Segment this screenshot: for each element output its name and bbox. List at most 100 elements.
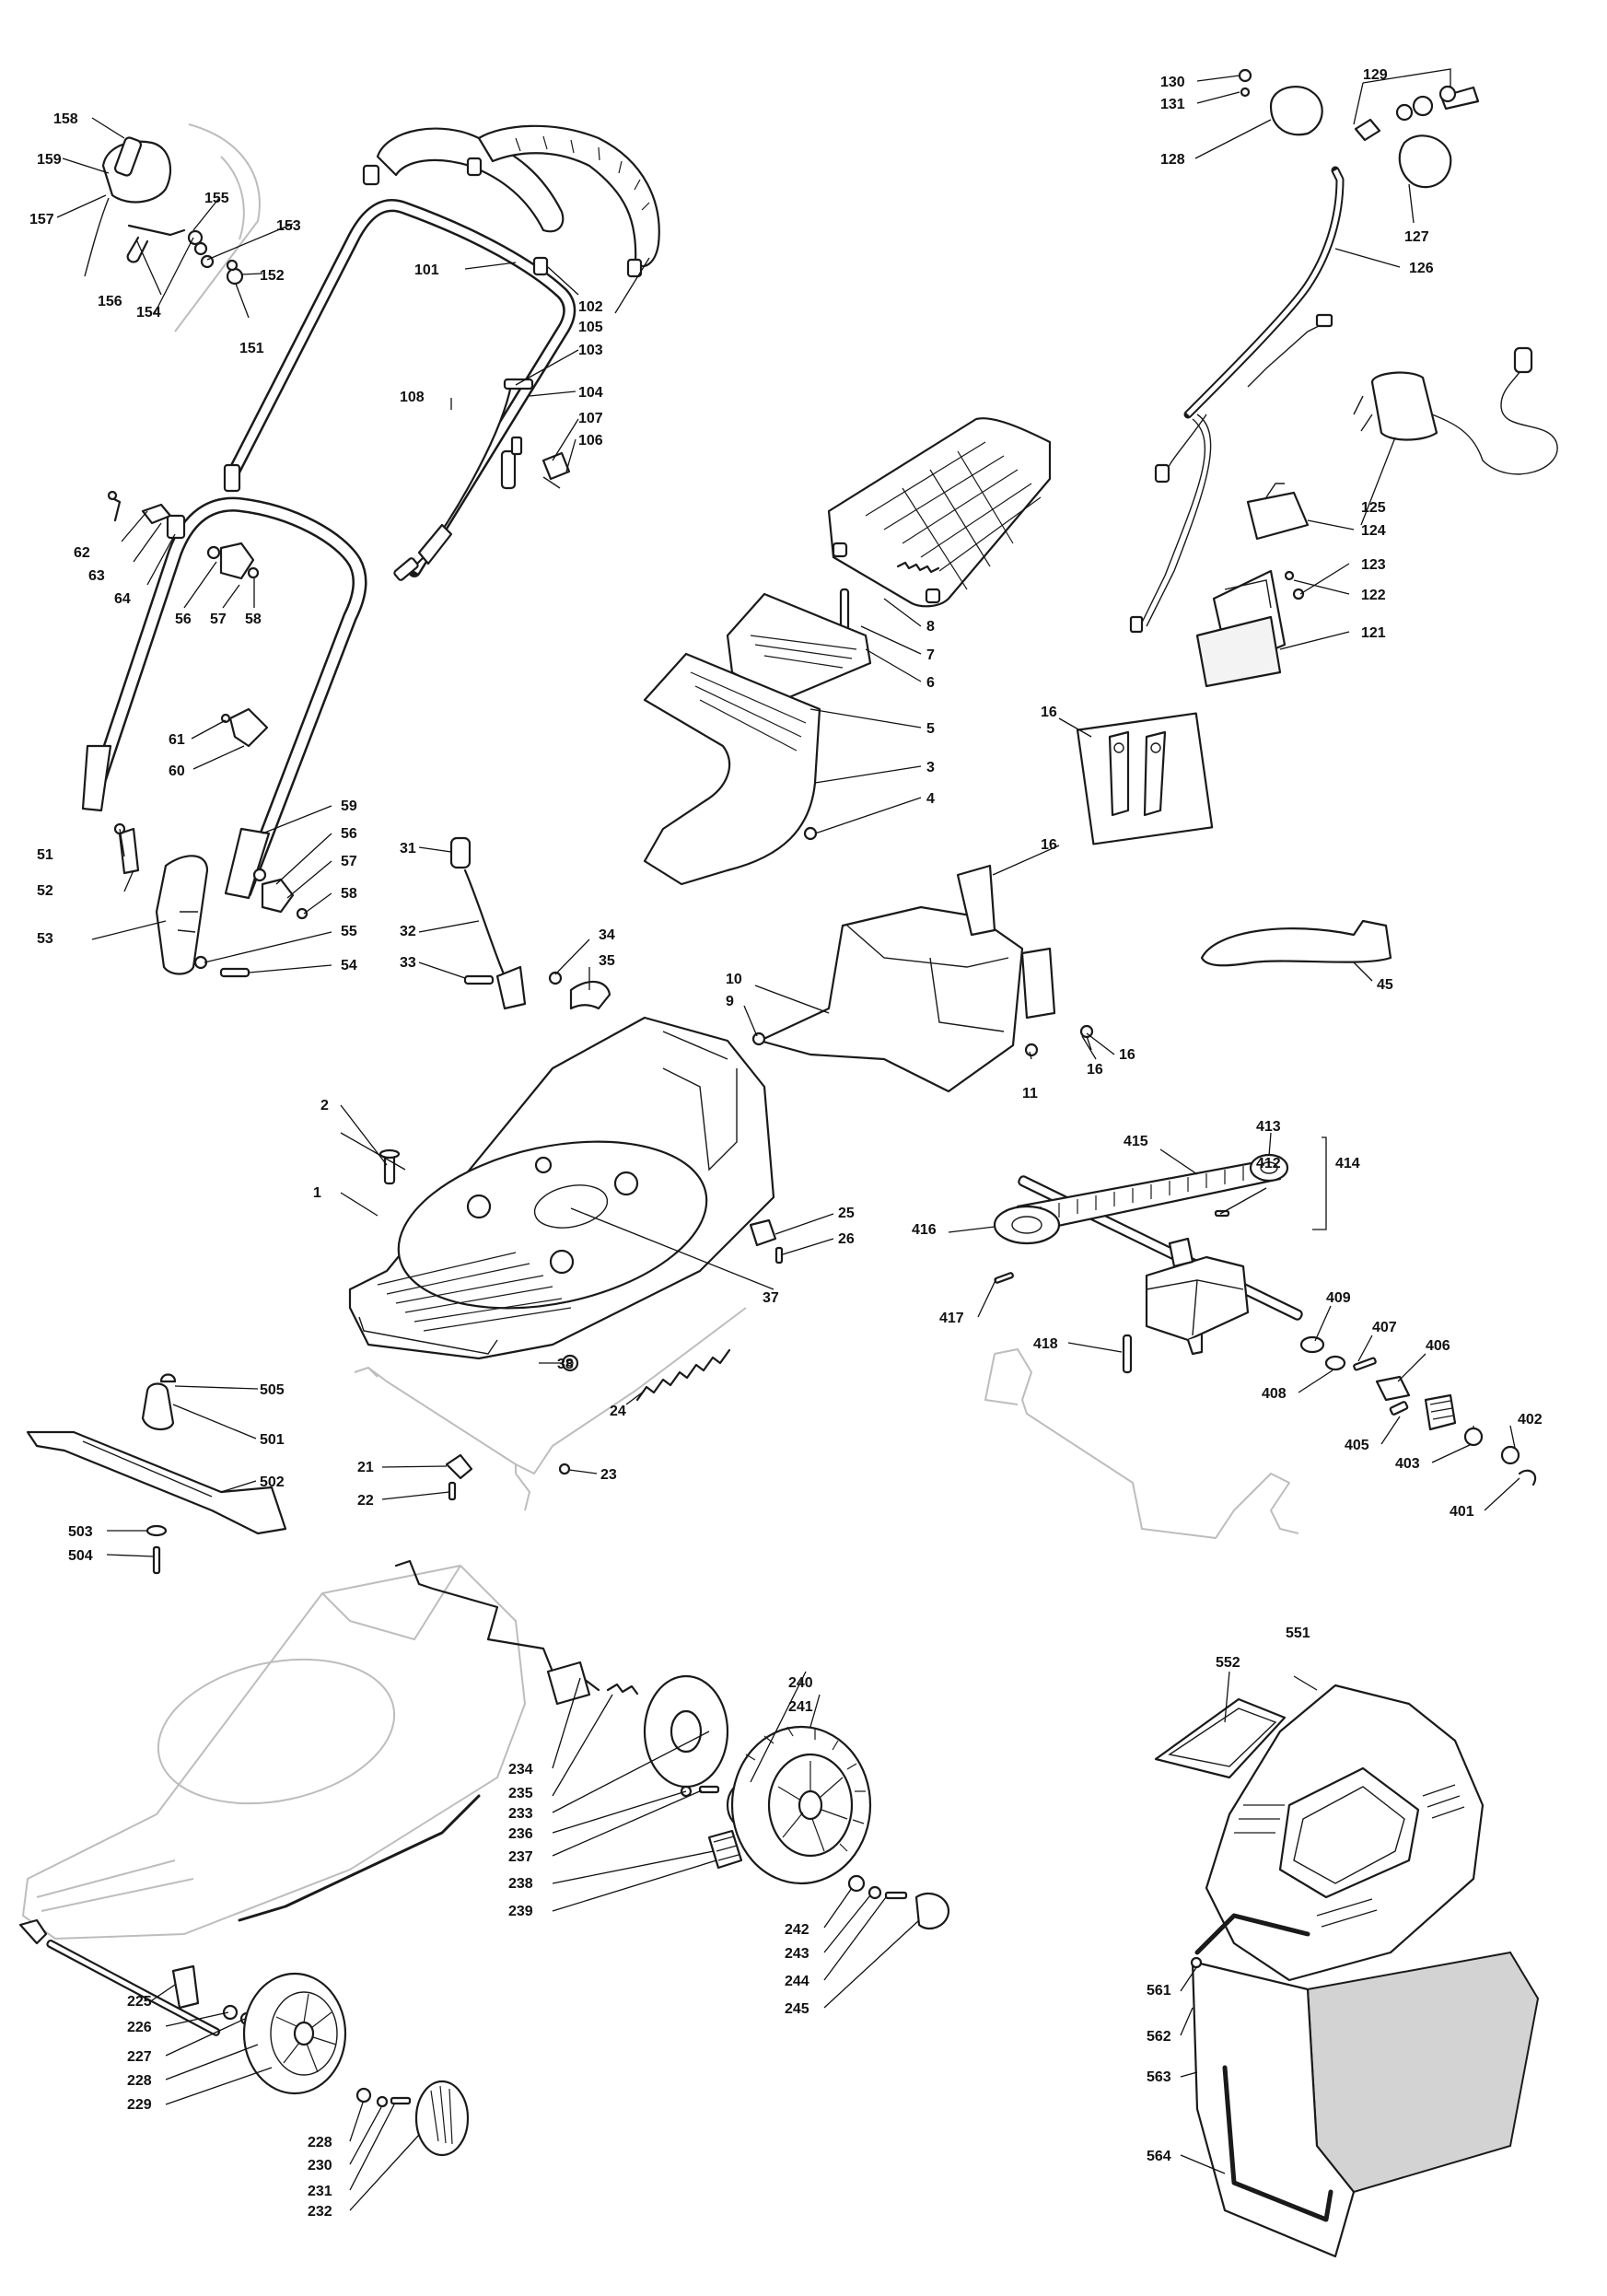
callout-562: 562 [1147, 2029, 1171, 2045]
callout-401: 401 [1450, 1504, 1474, 1520]
grass-box-basket-563 [1190, 1913, 1540, 2258]
callout-418: 418 [1033, 1336, 1058, 1352]
callout-416: 416 [912, 1222, 937, 1238]
callout-32: 32 [400, 924, 416, 939]
handle-clamp-parts [107, 490, 269, 978]
callout-1: 1 [313, 1185, 321, 1201]
callout-38: 38 [557, 1357, 574, 1372]
callout-154: 154 [136, 305, 161, 321]
callout-414: 414 [1335, 1156, 1360, 1171]
callout-108: 108 [400, 390, 425, 405]
callout-22: 22 [357, 1493, 374, 1509]
callout-236: 236 [508, 1826, 533, 1842]
callout-159: 159 [37, 152, 62, 168]
callout-561: 561 [1147, 1983, 1171, 1999]
callout-226: 226 [127, 2020, 152, 2035]
callout-25: 25 [838, 1206, 855, 1221]
callout-231: 231 [308, 2184, 332, 2199]
transmission-drive [993, 1153, 1537, 1486]
callout-232: 232 [308, 2204, 332, 2220]
callout-11: 11 [1022, 1086, 1038, 1101]
callout-230: 230 [308, 2158, 332, 2174]
callout-6: 6 [926, 675, 935, 691]
charger-125 [1353, 346, 1558, 475]
callout-505: 505 [260, 1382, 285, 1398]
front-axle-225 [18, 1918, 221, 2036]
callout-105: 105 [578, 320, 603, 335]
throttle-control-157 [84, 123, 261, 332]
callout-551: 551 [1286, 1626, 1310, 1641]
callout-235: 235 [508, 1786, 533, 1801]
callout-106: 106 [578, 433, 603, 449]
callout-158: 158 [53, 111, 78, 127]
callout-9: 9 [726, 994, 734, 1009]
callout-121: 121 [1361, 625, 1386, 641]
callout-62: 62 [74, 545, 90, 561]
callout-504: 504 [68, 1548, 93, 1564]
callout-412: 412 [1256, 1156, 1281, 1171]
callout-153: 153 [276, 218, 301, 234]
callout-26: 26 [838, 1231, 855, 1247]
rear-wheel-241 [726, 1725, 950, 1930]
callout-103: 103 [578, 343, 603, 358]
callout-157: 157 [29, 212, 54, 227]
callout-51: 51 [37, 847, 53, 863]
callout-52: 52 [37, 883, 53, 899]
callout-58-upper: 58 [245, 612, 262, 627]
callout-10: 10 [726, 972, 742, 987]
callout-233: 233 [508, 1806, 533, 1822]
callout-156: 156 [98, 294, 122, 309]
callout-31: 31 [400, 841, 416, 857]
callout-406: 406 [1426, 1338, 1450, 1354]
mower-deck-1 [348, 1016, 775, 1360]
callout-7: 7 [926, 647, 935, 663]
rear-flap-kit-16 [1076, 712, 1214, 845]
callout-244: 244 [785, 1974, 809, 1989]
callout-240: 240 [788, 1675, 813, 1691]
callout-37: 37 [763, 1290, 779, 1306]
callout-4: 4 [926, 791, 935, 807]
callout-55: 55 [341, 924, 357, 939]
callout-59: 59 [341, 798, 357, 814]
callout-225: 225 [127, 1994, 152, 2010]
callout-16-lower: 16 [1087, 1062, 1103, 1078]
callout-234: 234 [508, 1762, 533, 1777]
callout-128: 128 [1160, 152, 1185, 168]
callout-402: 402 [1518, 1412, 1543, 1428]
callout-563: 563 [1147, 2069, 1171, 2085]
callout-56-lower: 56 [341, 826, 357, 842]
front-wheel-229 [222, 1972, 470, 2157]
rear-height-rod-234 [238, 1559, 743, 1922]
callout-102: 102 [578, 299, 603, 315]
callout-552: 552 [1216, 1655, 1240, 1671]
upper-handle-101 [223, 199, 576, 577]
callout-34: 34 [599, 927, 615, 943]
callout-237: 237 [508, 1849, 533, 1865]
callout-502: 502 [260, 1474, 285, 1490]
callout-8: 8 [926, 619, 935, 635]
height-lever-32 [449, 836, 611, 1010]
callout-125: 125 [1361, 500, 1386, 516]
callout-413: 413 [1256, 1119, 1281, 1135]
callout-16-kit: 16 [1041, 705, 1057, 720]
callout-56-upper: 56 [175, 612, 192, 627]
callout-415: 415 [1124, 1134, 1148, 1149]
screw-4 [803, 826, 818, 841]
callout-104: 104 [578, 385, 603, 401]
callout-122: 122 [1361, 588, 1386, 603]
spring-24 [445, 1348, 731, 1501]
deck-screws [378, 1148, 784, 1265]
callout-152: 152 [260, 268, 285, 284]
callout-23: 23 [600, 1467, 617, 1483]
grass-box-lid-551 [1154, 1684, 1485, 1982]
callout-33: 33 [400, 955, 416, 971]
callout-101: 101 [414, 262, 439, 278]
callout-417: 417 [939, 1311, 964, 1326]
callout-403: 403 [1395, 1456, 1420, 1472]
callout-245: 245 [785, 2001, 809, 2017]
callout-57-lower: 57 [341, 854, 357, 869]
callout-45: 45 [1377, 977, 1393, 993]
callout-227: 227 [127, 2049, 152, 2065]
callout-409: 409 [1326, 1290, 1351, 1306]
